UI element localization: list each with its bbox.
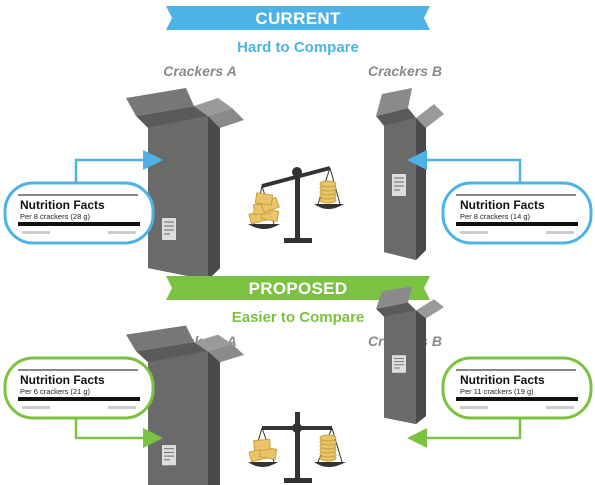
current-label-b-title: Nutrition Facts	[460, 198, 545, 212]
current-crackers-a-label: Crackers A	[163, 63, 236, 79]
proposed-label-b-title: Nutrition Facts	[460, 373, 545, 387]
current-nutrition-label-b: Nutrition Facts Per 8 crackers (14 g)	[441, 181, 593, 245]
current-crackers-b-box	[375, 87, 445, 261]
current-crackers-b-label: Crackers B	[368, 63, 442, 79]
proposed-arrow-a	[74, 418, 163, 448]
proposed-label-a-title: Nutrition Facts	[20, 373, 105, 387]
current-banner-text: CURRENT	[255, 9, 341, 28]
proposed-crackers-b-box	[375, 285, 445, 425]
current-label-a-title: Nutrition Facts	[20, 198, 105, 212]
current-banner	[166, 6, 430, 30]
current-label-a-serving: Per 8 crackers (28 g)	[20, 212, 91, 221]
proposed-arrow-b	[407, 418, 522, 448]
balance-scale-icon	[248, 412, 346, 483]
proposed-section: PROPOSED Easier to Compare Crackers A Cr…	[3, 276, 593, 485]
proposed-banner-text: PROPOSED	[249, 279, 348, 298]
current-arrow-a	[74, 150, 163, 183]
current-label-b-serving: Per 8 crackers (14 g)	[460, 212, 531, 221]
proposed-nutrition-label-a: Nutrition Facts Per 6 crackers (21 g)	[3, 356, 155, 420]
proposed-subtitle: Easier to Compare	[232, 309, 365, 326]
proposed-nutrition-label-b: Nutrition Facts Per 11 crackers (19 g)	[441, 356, 593, 420]
proposed-label-a-serving: Per 6 crackers (21 g)	[20, 387, 91, 396]
current-crackers-a-box	[125, 87, 245, 281]
current-nutrition-label-a: Nutrition Facts Per 8 crackers (28 g)	[3, 181, 155, 245]
current-arrow-b	[407, 150, 522, 183]
current-section: CURRENT Hard to Compare Crackers A Crack…	[3, 6, 593, 281]
current-subtitle: Hard to Compare	[237, 39, 359, 56]
proposed-banner	[166, 276, 430, 300]
proposed-label-b-serving: Per 11 crackers (19 g)	[460, 387, 534, 396]
balance-scale-icon	[248, 166, 344, 243]
